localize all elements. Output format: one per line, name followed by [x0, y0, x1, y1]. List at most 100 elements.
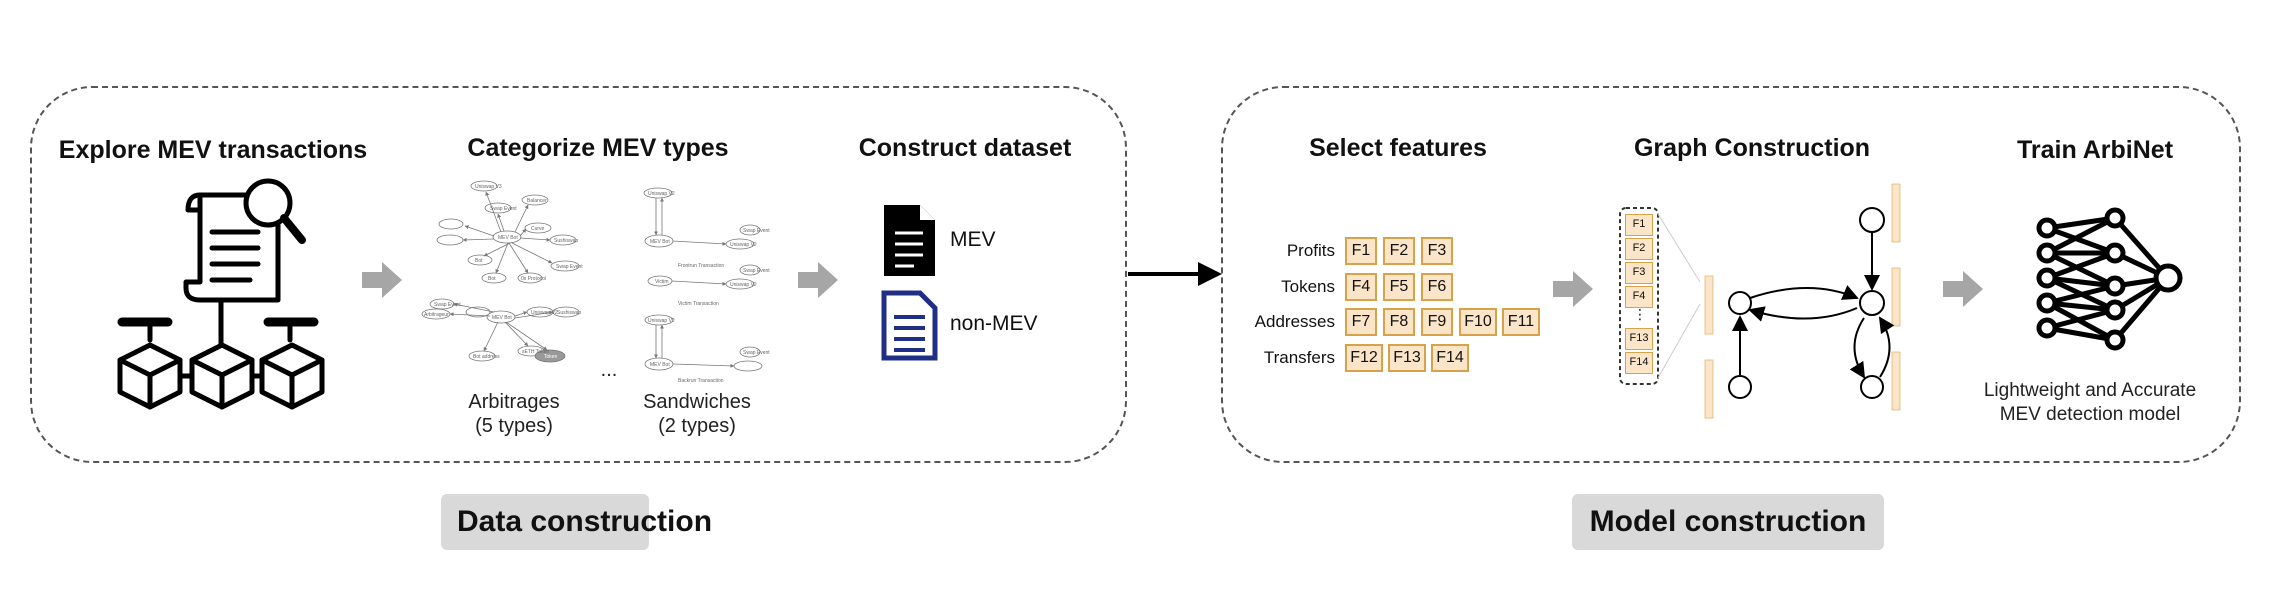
non-mev-document-icon	[881, 290, 938, 361]
svg-text:Sushiswap: Sushiswap	[554, 238, 578, 244]
neural-network-icon	[2036, 207, 2183, 351]
svg-text:Swap Event: Swap Event	[434, 302, 461, 308]
model-construction-label: Model construction	[1572, 494, 1884, 550]
svg-text:Bot address: Bot address	[473, 354, 500, 360]
step-title-categorize: Categorize MEV types	[467, 134, 729, 162]
svg-text:MEV Bot: MEV Bot	[650, 362, 670, 368]
arbitrages-label: Arbitrages	[468, 391, 560, 413]
feature-box: F7	[1345, 308, 1377, 336]
svg-text:sETH Token: sETH Token	[522, 349, 549, 355]
column-ellipsis: ⋮	[1633, 306, 1647, 322]
feature-box: F10	[1459, 308, 1497, 336]
graph-nodes	[1728, 207, 1885, 399]
gray-arrow-4	[1943, 271, 1983, 307]
graph-node	[1860, 375, 1884, 399]
svg-text:Curve: Curve	[531, 226, 545, 232]
svg-text:Swap Event: Swap Event	[743, 350, 770, 356]
svg-text:Arbitrageur: Arbitrageur	[424, 312, 449, 318]
column-feature-box: F2	[1625, 238, 1653, 260]
svg-text:Sushiswap: Sushiswap	[557, 310, 581, 316]
data-construction-panel	[30, 86, 1127, 463]
svg-text:Swap Event: Swap Event	[490, 206, 517, 212]
svg-text:MEV Bot: MEV Bot	[650, 239, 670, 245]
node-feature-strips	[1704, 183, 1901, 419]
arbitrages-caption: Arbitrages (5 types)	[468, 390, 559, 438]
feature-column-frame	[1619, 207, 1701, 385]
svg-text:Bot: Bot	[475, 258, 483, 264]
feature-box: F5	[1383, 273, 1415, 301]
sandwiches-caption: Sandwiches (2 types)	[643, 390, 751, 438]
svg-text:Uniswap V2: Uniswap V2	[730, 282, 757, 288]
arbitrages-count: (5 types)	[475, 415, 553, 437]
arbitrage-mini-graph: MEV Bot Uniswap V3 Swap Event Balancer C…	[421, 180, 583, 363]
sandwiches-count: (2 types)	[658, 415, 736, 437]
ellipsis: ...	[600, 359, 618, 381]
svg-text:Swap Event: Swap Event	[743, 268, 770, 274]
svg-text:Swap Event: Swap Event	[556, 264, 583, 270]
svg-text:MEV Bot: MEV Bot	[498, 235, 518, 241]
sandwich-mini-graph: Uniswap V2 MEV Bot Uniswap V2 Swap Event…	[643, 187, 770, 384]
feature-box: F13	[1388, 344, 1426, 372]
step-title-train-arbinet: Train ArbiNet	[2016, 136, 2174, 164]
arbinet-caption: Lightweight and Accurate MEV detection m…	[1984, 379, 2196, 427]
feature-box: F6	[1421, 273, 1453, 301]
mev-doc-label: MEV	[950, 228, 996, 251]
graph-node	[1859, 207, 1885, 233]
svg-text:Frontrun Transaction: Frontrun Transaction	[678, 263, 724, 269]
svg-text:Uniswap V3: Uniswap V3	[475, 184, 502, 190]
feature-box: F4	[1345, 273, 1377, 301]
feature-box: F9	[1421, 308, 1453, 336]
feature-box: F11	[1502, 308, 1540, 336]
non-mev-doc-label: non-MEV	[950, 312, 1038, 335]
sandwiches-label: Sandwiches	[643, 391, 751, 413]
graph-node	[1859, 290, 1885, 316]
blockchain-scroll-icon	[117, 178, 325, 410]
feature-box: F12	[1345, 344, 1383, 372]
gray-arrows	[362, 262, 1983, 307]
svg-text:Bot: Bot	[488, 276, 496, 282]
svg-text:Balancer: Balancer	[527, 198, 547, 204]
graph-edges	[1732, 233, 1895, 379]
gray-arrow-3	[1553, 271, 1593, 307]
svg-text:Victim Transaction: Victim Transaction	[678, 301, 719, 307]
svg-text:Swap Event: Swap Event	[743, 228, 770, 234]
graph-node	[1728, 375, 1752, 399]
svg-text:MEV Bot: MEV Bot	[492, 315, 512, 321]
column-feature-box: F3	[1625, 262, 1653, 284]
feature-row-label-transfers: Transfers	[1263, 348, 1335, 367]
gray-arrow-2	[798, 262, 838, 298]
feature-box: F14	[1431, 344, 1469, 372]
data-construction-label: Data construction	[441, 494, 712, 550]
step-title-explore: Explore MEV transactions	[58, 136, 368, 164]
step-title-select-features: Select features	[1309, 134, 1487, 162]
svg-text:Uniswap V2: Uniswap V2	[730, 242, 757, 248]
svg-text:Token: Token	[544, 354, 558, 360]
svg-text:0x Protocol: 0x Protocol	[521, 276, 546, 282]
svg-text:Backrun Transaction: Backrun Transaction	[678, 378, 724, 384]
feature-box: F1	[1345, 237, 1377, 265]
column-feature-box: F1	[1625, 214, 1653, 236]
model-construction-panel	[1221, 86, 2241, 463]
svg-text:Uniswap V2: Uniswap V2	[531, 310, 558, 316]
feature-row-label-addresses: Addresses	[1254, 312, 1335, 331]
column-feature-box: F4	[1625, 286, 1653, 308]
arbinet-caption-line1: Lightweight and Accurate	[1983, 380, 2197, 401]
column-feature-box: F13	[1625, 328, 1653, 350]
feature-box: F2	[1383, 237, 1415, 265]
mev-document-icon	[884, 205, 935, 276]
step-title-construct: Construct dataset	[858, 134, 1072, 162]
feature-box: F3	[1421, 237, 1453, 265]
svg-text:Uniswap V2: Uniswap V2	[648, 318, 675, 324]
gray-arrow-1	[362, 262, 402, 298]
column-feature-box: F14	[1625, 352, 1653, 374]
main-arrow	[1128, 262, 1222, 286]
step-title-graph-construction: Graph Construction	[1633, 134, 1871, 162]
feature-row-label-tokens: Tokens	[1281, 277, 1335, 296]
svg-text:Victim: Victim	[655, 279, 669, 285]
feature-box: F8	[1383, 308, 1415, 336]
feature-row-label-profits: Profits	[1286, 241, 1335, 260]
graph-node	[1728, 291, 1752, 315]
arbinet-caption-line2: MEV detection model	[1999, 404, 2181, 425]
svg-text:Uniswap V2: Uniswap V2	[648, 191, 675, 197]
